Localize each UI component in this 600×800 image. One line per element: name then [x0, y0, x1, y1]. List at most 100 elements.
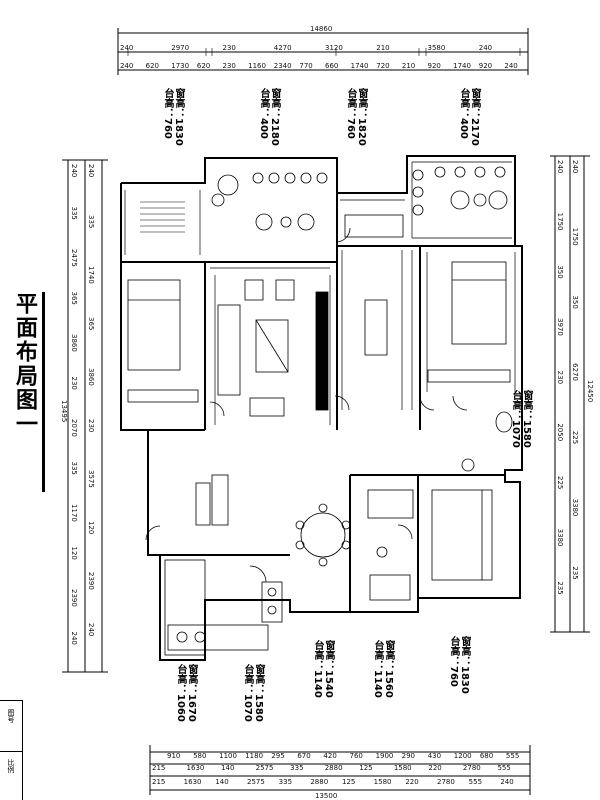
top-dim-2: 1160 — [248, 62, 266, 70]
left-dim-1: 240 — [70, 632, 78, 645]
left-dim-1: 365 — [70, 292, 78, 305]
bottom-dim-1: 580 — [193, 752, 206, 760]
kitchen-counter — [164, 559, 206, 656]
left-dim-1: 3860 — [70, 334, 78, 352]
left-dim-1: 2070 — [70, 419, 78, 437]
right-dim-1: 2050 — [556, 423, 564, 441]
bottom-dim-1: 420 — [323, 752, 336, 760]
bottom-dim-2: 140 — [221, 764, 234, 772]
top-dim-2: 770 — [299, 62, 312, 70]
top-dim-2: 620 — [146, 62, 159, 70]
top-dim-2: 1740 — [351, 62, 369, 70]
bed-bottom — [431, 489, 493, 581]
desk — [364, 299, 388, 356]
top-dim-2: 920 — [428, 62, 441, 70]
right-dim-1: 1750 — [556, 213, 564, 231]
right-dim-1: 230 — [556, 371, 564, 384]
bottom-dim-2: 335 — [290, 764, 303, 772]
bottom-dim-2: 2575 — [256, 764, 274, 772]
left-dim-2: 230 — [87, 419, 95, 432]
top-dim-2: 1730 — [171, 62, 189, 70]
right-dim-1: 350 — [556, 265, 564, 278]
bottom-dim-3: 2575 — [247, 778, 265, 786]
left-dim-2: 2390 — [87, 572, 95, 590]
top-dim-1: 210 — [376, 44, 389, 52]
overall-dim-left: 13495 — [60, 400, 68, 422]
bottom-dim-1: 680 — [480, 752, 493, 760]
left-dim-2: 335 — [87, 215, 95, 228]
right-dim-2: 240 — [571, 160, 579, 173]
overall-dim-top: 14860 — [310, 25, 332, 33]
title-block-label-1: 图号 — [7, 709, 15, 723]
bottom-dim-1: 670 — [297, 752, 310, 760]
bottom-dim-2: 2780 — [463, 764, 481, 772]
armchair — [249, 397, 285, 417]
left-dim-2: 120 — [87, 521, 95, 534]
top-dim-1: 3120 — [325, 44, 343, 52]
bottom-dim-3: 2880 — [310, 778, 328, 786]
top-dim-2: 660 — [325, 62, 338, 70]
bottom-dim-3: 1630 — [184, 778, 202, 786]
plan-title: 平面布局图一 — [8, 292, 45, 492]
bottom-dim-2: 2880 — [325, 764, 343, 772]
top-dim-1: 230 — [223, 44, 236, 52]
right-dim-2: 235 — [571, 566, 579, 579]
right-dim-1: 3970 — [556, 318, 564, 336]
bottom-dim-3: 555 — [469, 778, 482, 786]
bottom-dim-3: 220 — [405, 778, 418, 786]
top-dim-2: 920 — [479, 62, 492, 70]
left-dim-2: 240 — [87, 164, 95, 177]
left-dim-1: 240 — [70, 164, 78, 177]
overall-dim-bottom: 13500 — [315, 792, 337, 800]
left-dim-2: 3575 — [87, 470, 95, 488]
right-dim-1: 235 — [556, 581, 564, 594]
right-dim-2: 6270 — [571, 363, 579, 381]
left-dim-1: 335 — [70, 462, 78, 475]
left-dim-1: 1170 — [70, 504, 78, 522]
top-dim-2: 210 — [402, 62, 415, 70]
bottom-dim-1: 1100 — [219, 752, 237, 760]
bottom-dim-2: 220 — [428, 764, 441, 772]
top-dim-2: 230 — [223, 62, 236, 70]
dining-table — [300, 512, 346, 558]
title-block-label-2: 比例 — [7, 759, 15, 773]
overall-dim-right: 12450 — [586, 380, 594, 402]
top-dim-2: 620 — [197, 62, 210, 70]
bottom-dim-1: 1200 — [454, 752, 472, 760]
top-dim-2: 720 — [376, 62, 389, 70]
right-dim-2: 350 — [571, 295, 579, 308]
bed-left — [127, 279, 181, 371]
bed-master — [451, 261, 507, 345]
bottom-dim-2: 555 — [497, 764, 510, 772]
right-dim-2: 3380 — [571, 499, 579, 517]
toilet-icon — [495, 411, 513, 433]
bottom-dim-2: 1580 — [394, 764, 412, 772]
plant-icon — [217, 174, 239, 196]
left-dim-1: 120 — [70, 547, 78, 560]
right-dim-2: 225 — [571, 431, 579, 444]
wardrobe-master — [427, 369, 511, 383]
stove — [261, 581, 283, 623]
sofa — [217, 304, 241, 396]
right-dim-1: 3380 — [556, 529, 564, 547]
top-dim-1: 240 — [479, 44, 492, 52]
bottom-dim-1: 760 — [350, 752, 363, 760]
top-dim-1: 2970 — [171, 44, 189, 52]
bottom-dim-3: 240 — [500, 778, 513, 786]
bottom-dim-2: 1630 — [187, 764, 205, 772]
bottom-dim-1: 1900 — [376, 752, 394, 760]
bottom-dim-1: 555 — [506, 752, 519, 760]
tv-cabinet — [315, 291, 329, 411]
left-dim-2: 240 — [87, 623, 95, 636]
left-dim-1: 2390 — [70, 589, 78, 607]
title-block: 图号 比例 — [0, 700, 23, 800]
left-dim-1: 2475 — [70, 249, 78, 267]
bottom-dim-2: 125 — [359, 764, 372, 772]
right-dim-2: 1750 — [571, 228, 579, 246]
